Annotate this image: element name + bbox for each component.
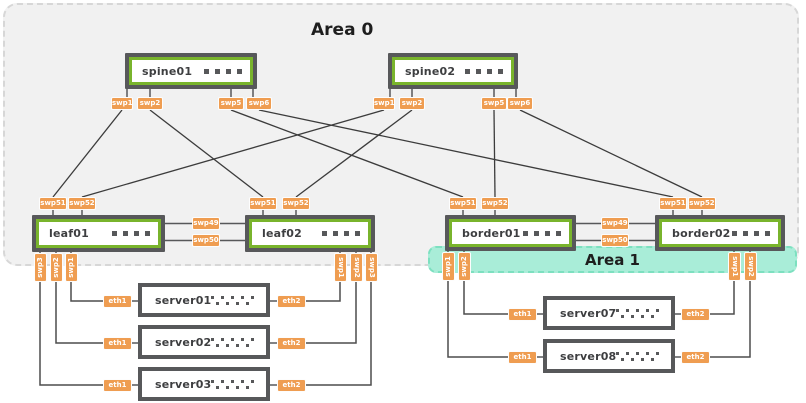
device-leaf02: leaf02: [245, 215, 375, 252]
port-border01-swp52: swp52: [481, 197, 509, 210]
port-leaf02-swp52: swp52: [282, 197, 310, 210]
device-label: spine02: [405, 64, 456, 78]
device-server01: server01: [138, 283, 270, 317]
server-dots-icon: [616, 351, 660, 361]
link-border01-swp1--server08-eth1: [447, 281, 509, 358]
port-server01-eth1: eth1: [103, 295, 132, 308]
device-label: leaf02: [262, 227, 302, 240]
port-peerlink-leaf-swp49: swp49: [192, 217, 220, 230]
switch-ports-icon: [523, 230, 561, 236]
port-border02-swp1: swp1: [727, 252, 741, 281]
port-server03-eth1: eth1: [103, 379, 132, 392]
device-label: server02: [155, 335, 212, 349]
port-server08-eth2: eth2: [681, 351, 710, 364]
port-spine01-swp6: swp6: [246, 97, 272, 110]
area1-title: Area 1: [585, 250, 640, 269]
switch-ports-icon: [732, 230, 770, 236]
device-server08: server08: [543, 339, 675, 373]
port-spine02-swp1: swp1: [373, 97, 395, 110]
device-label: server07: [560, 306, 617, 320]
device-label: leaf01: [49, 227, 89, 240]
port-peerlink-border-swp49: swp49: [601, 217, 629, 230]
port-spine01-swp2: swp2: [137, 97, 163, 110]
port-spine01-swp1: swp1: [111, 97, 133, 110]
device-server03: server03: [138, 367, 270, 401]
link-leaf02-swp1--server01-eth2: [305, 282, 341, 302]
port-leaf02-swp51: swp51: [249, 197, 277, 210]
port-border01-swp1: swp1: [441, 252, 455, 281]
switch-ports-icon: [465, 68, 503, 74]
port-leaf01-swp1: swp1: [64, 253, 78, 282]
server-dots-icon: [211, 337, 255, 347]
link-leaf01-swp2--server02-eth1: [55, 282, 104, 344]
switch-ports-icon: [204, 68, 242, 74]
device-body: leaf02: [252, 222, 368, 245]
port-server02-eth1: eth1: [103, 337, 132, 350]
device-server07: server07: [543, 296, 675, 330]
port-leaf02-swp1: swp1: [333, 253, 347, 282]
port-server03-eth2: eth2: [277, 379, 306, 392]
server-dots-icon: [211, 379, 255, 389]
device-border01: border01: [445, 215, 576, 251]
device-spine01: spine01: [125, 53, 257, 89]
link-leaf02-swp2--server02-eth2: [305, 282, 357, 344]
device-body: leaf01: [39, 222, 158, 245]
port-border02-swp52: swp52: [688, 197, 716, 210]
port-peerlink-leaf-swp50: swp50: [192, 234, 220, 247]
device-label: border02: [672, 226, 731, 240]
port-server01-eth2: eth2: [277, 295, 306, 308]
switch-ports-icon: [322, 231, 360, 236]
device-label: server08: [560, 349, 617, 363]
device-border02: border02: [655, 215, 785, 251]
port-border02-swp51: swp51: [659, 197, 687, 210]
link-border02-swp1--server07-eth2: [709, 281, 735, 315]
device-body: spine01: [132, 60, 250, 82]
port-spine01-swp5: swp5: [218, 97, 244, 110]
port-leaf01-swp2: swp2: [49, 253, 63, 282]
port-border02-swp2: swp2: [743, 252, 757, 281]
device-label: server01: [155, 293, 212, 307]
device-leaf01: leaf01: [32, 215, 165, 252]
link-border01-swp2--server07-eth1: [463, 281, 509, 315]
port-peerlink-border-swp50: swp50: [601, 234, 629, 247]
device-body: border02: [662, 222, 778, 244]
port-server07-eth2: eth2: [681, 308, 710, 321]
device-label: border01: [462, 226, 521, 240]
port-border01-swp51: swp51: [449, 197, 477, 210]
port-server07-eth1: eth1: [508, 308, 537, 321]
server-dots-icon: [616, 308, 660, 318]
device-label: spine01: [142, 64, 193, 78]
area0-title: Area 0: [311, 20, 374, 40]
port-leaf01-swp3: swp3: [33, 253, 47, 282]
switch-ports-icon: [112, 231, 150, 236]
server-dots-icon: [211, 295, 255, 305]
port-leaf02-swp3: swp3: [364, 253, 378, 282]
link-border02-swp2--server08-eth2: [709, 281, 751, 358]
device-server02: server02: [138, 325, 270, 359]
port-border01-swp2: swp2: [457, 252, 471, 281]
link-leaf02-swp3--server03-eth2: [305, 282, 372, 386]
port-leaf01-swp51: swp51: [39, 197, 67, 210]
port-spine02-swp2: swp2: [399, 97, 425, 110]
device-spine02: spine02: [388, 53, 518, 89]
port-leaf01-swp52: swp52: [68, 197, 96, 210]
link-leaf01-swp1--server01-eth1: [70, 282, 104, 302]
port-spine02-swp5: swp5: [481, 97, 507, 110]
device-body: border01: [452, 222, 569, 244]
port-server08-eth1: eth1: [508, 351, 537, 364]
port-leaf02-swp2: swp2: [349, 253, 363, 282]
port-server02-eth2: eth2: [277, 337, 306, 350]
device-body: spine02: [395, 60, 511, 82]
port-spine02-swp6: swp6: [507, 97, 533, 110]
device-label: server03: [155, 377, 212, 391]
link-leaf01-swp3--server03-eth1: [39, 282, 104, 386]
